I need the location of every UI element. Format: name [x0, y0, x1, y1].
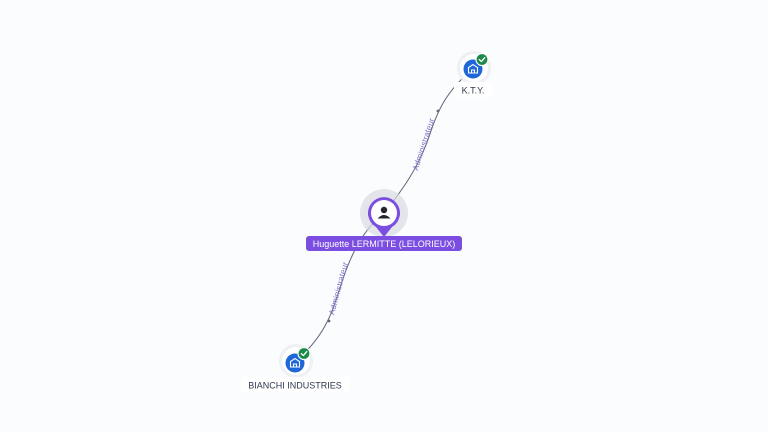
- company-node-bianchi[interactable]: BIANCHI INDUSTRIES: [241, 344, 349, 392]
- status-badge: [475, 52, 489, 67]
- edge-dot: [327, 319, 331, 323]
- edge-line: [294, 212, 385, 363]
- person-node[interactable]: Huguette LERMITTE (LELORIEUX): [306, 189, 462, 251]
- edge-role-label: Administrateur: [411, 117, 436, 172]
- building-icon: [467, 63, 479, 74]
- check-icon: [300, 350, 308, 357]
- edge-role-label: Administrateur: [327, 261, 350, 316]
- edge-dot: [436, 109, 440, 113]
- company-name-label: BIANCHI INDUSTRIES: [248, 381, 342, 391]
- company-label-box: [454, 82, 492, 97]
- edge-person-bianchi: Administrateur: [294, 212, 385, 363]
- company-name-label: K.T.Y.: [462, 86, 485, 96]
- check-icon: [478, 56, 486, 63]
- building-icon: [289, 357, 301, 368]
- company-node-kty[interactable]: K.T.Y.: [454, 51, 492, 97]
- company-label-box: [241, 377, 349, 392]
- edge-line: [383, 67, 475, 214]
- person-name-label: Huguette LERMITTE (LELORIEUX): [313, 239, 456, 249]
- status-badge: [297, 346, 311, 361]
- person-label-box: [306, 236, 462, 251]
- person-icon: [377, 206, 391, 219]
